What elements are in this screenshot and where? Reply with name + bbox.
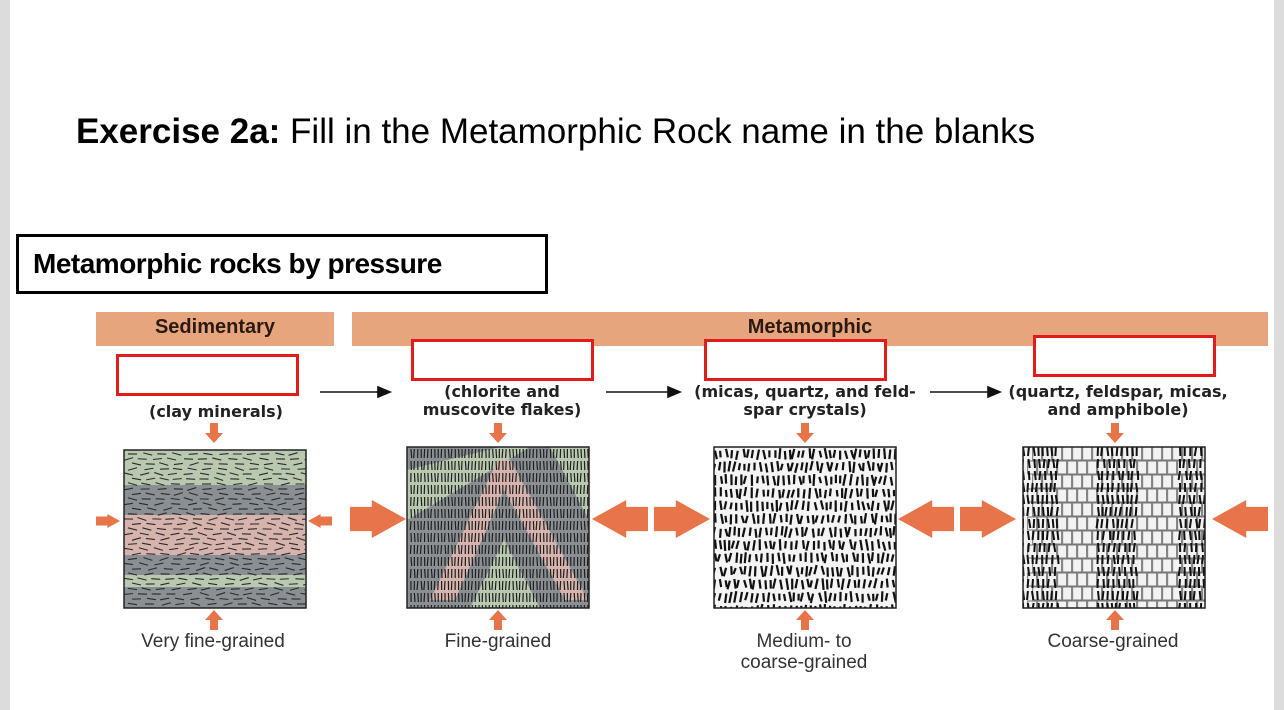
pressure-arrow-right-1 (96, 514, 120, 528)
pressure-arrow-down-1 (205, 423, 223, 443)
pressure-arrow-left-2 (592, 500, 648, 538)
grain-label-3-line-1: Medium- to (756, 631, 852, 652)
rock-name-blank-3[interactable] (704, 339, 887, 381)
grain-label-2: Fine-grained (401, 631, 595, 652)
pressure-arrow-left-3 (898, 500, 954, 538)
exercise-label: Exercise 2a: (76, 112, 281, 151)
exercise-title: Exercise 2a: Fill in the Metamorphic Roc… (76, 112, 1035, 152)
mineral-label-3-line-1: (micas, quartz, and feld- (694, 382, 916, 401)
grain-label-3-line-2: coarse-grained (740, 652, 868, 673)
pressure-arrow-left-1 (308, 514, 332, 528)
sequence-arrow-1 (320, 385, 393, 399)
mineral-label-2: (chlorite and muscovite flakes) (392, 383, 612, 419)
rock-name-blank-4[interactable] (1033, 335, 1216, 377)
grain-label-1: Very fine-grained (116, 631, 310, 652)
pressure-arrow-up-1 (205, 610, 223, 630)
mineral-label-2-line-2: muscovite flakes) (422, 400, 582, 419)
sequence-arrow-3 (930, 385, 1003, 399)
mineral-label-4: (quartz, feldspar, micas, and amphibole) (1006, 383, 1230, 419)
exercise-instruction: Fill in the Metamorphic Rock name in the… (280, 112, 1036, 151)
pressure-arrow-down-2 (489, 423, 507, 443)
rock-name-blank-2[interactable] (411, 339, 594, 381)
pressure-arrow-right-4 (960, 500, 1016, 538)
pressure-arrow-up-2 (489, 610, 507, 630)
mineral-label-1-line-1: (clay minerals) (149, 402, 283, 421)
grain-label-2-line-1: Fine-grained (444, 631, 552, 652)
mineral-label-4-line-1: (quartz, feldspar, micas, (1008, 382, 1228, 401)
mineral-label-3: (micas, quartz, and feld- spar crystals) (680, 383, 930, 419)
pressure-arrow-up-3 (796, 610, 814, 630)
slide: Exercise 2a: Fill in the Metamorphic Roc… (10, 0, 1274, 710)
grain-label-3: Medium- to coarse-grained (707, 631, 901, 673)
rock-name-blank-1[interactable] (116, 354, 299, 396)
pressure-arrow-down-4 (1106, 423, 1124, 443)
sedimentary-band: Sedimentary (96, 312, 334, 346)
grain-label-4: Coarse-grained (1016, 631, 1210, 652)
rock-diagram (96, 385, 1268, 630)
pressure-arrow-right-3 (654, 500, 710, 538)
pressure-arrow-down-3 (796, 423, 814, 443)
grain-label-4-line-1: Coarse-grained (1047, 631, 1179, 652)
rock-texture-panel-3 (713, 446, 897, 609)
mineral-label-4-line-2: and amphibole) (1047, 400, 1189, 419)
rock-texture-panel-4 (1022, 446, 1206, 609)
diagram-heading: Metamorphic rocks by pressure (16, 234, 548, 294)
grain-label-1-line-1: Very fine-grained (141, 631, 285, 652)
rock-texture-panel-2 (406, 446, 590, 609)
rock-texture-panel-1 (123, 449, 307, 609)
sequence-arrow-2 (606, 385, 683, 399)
mineral-label-3-line-2: spar crystals) (743, 400, 867, 419)
pressure-arrow-right-2 (350, 500, 406, 538)
mineral-label-2-line-1: (chlorite and (444, 382, 560, 401)
pressure-arrow-left-4 (1212, 500, 1268, 538)
pressure-arrow-up-4 (1106, 610, 1124, 630)
mineral-label-1: (clay minerals) (106, 403, 326, 421)
